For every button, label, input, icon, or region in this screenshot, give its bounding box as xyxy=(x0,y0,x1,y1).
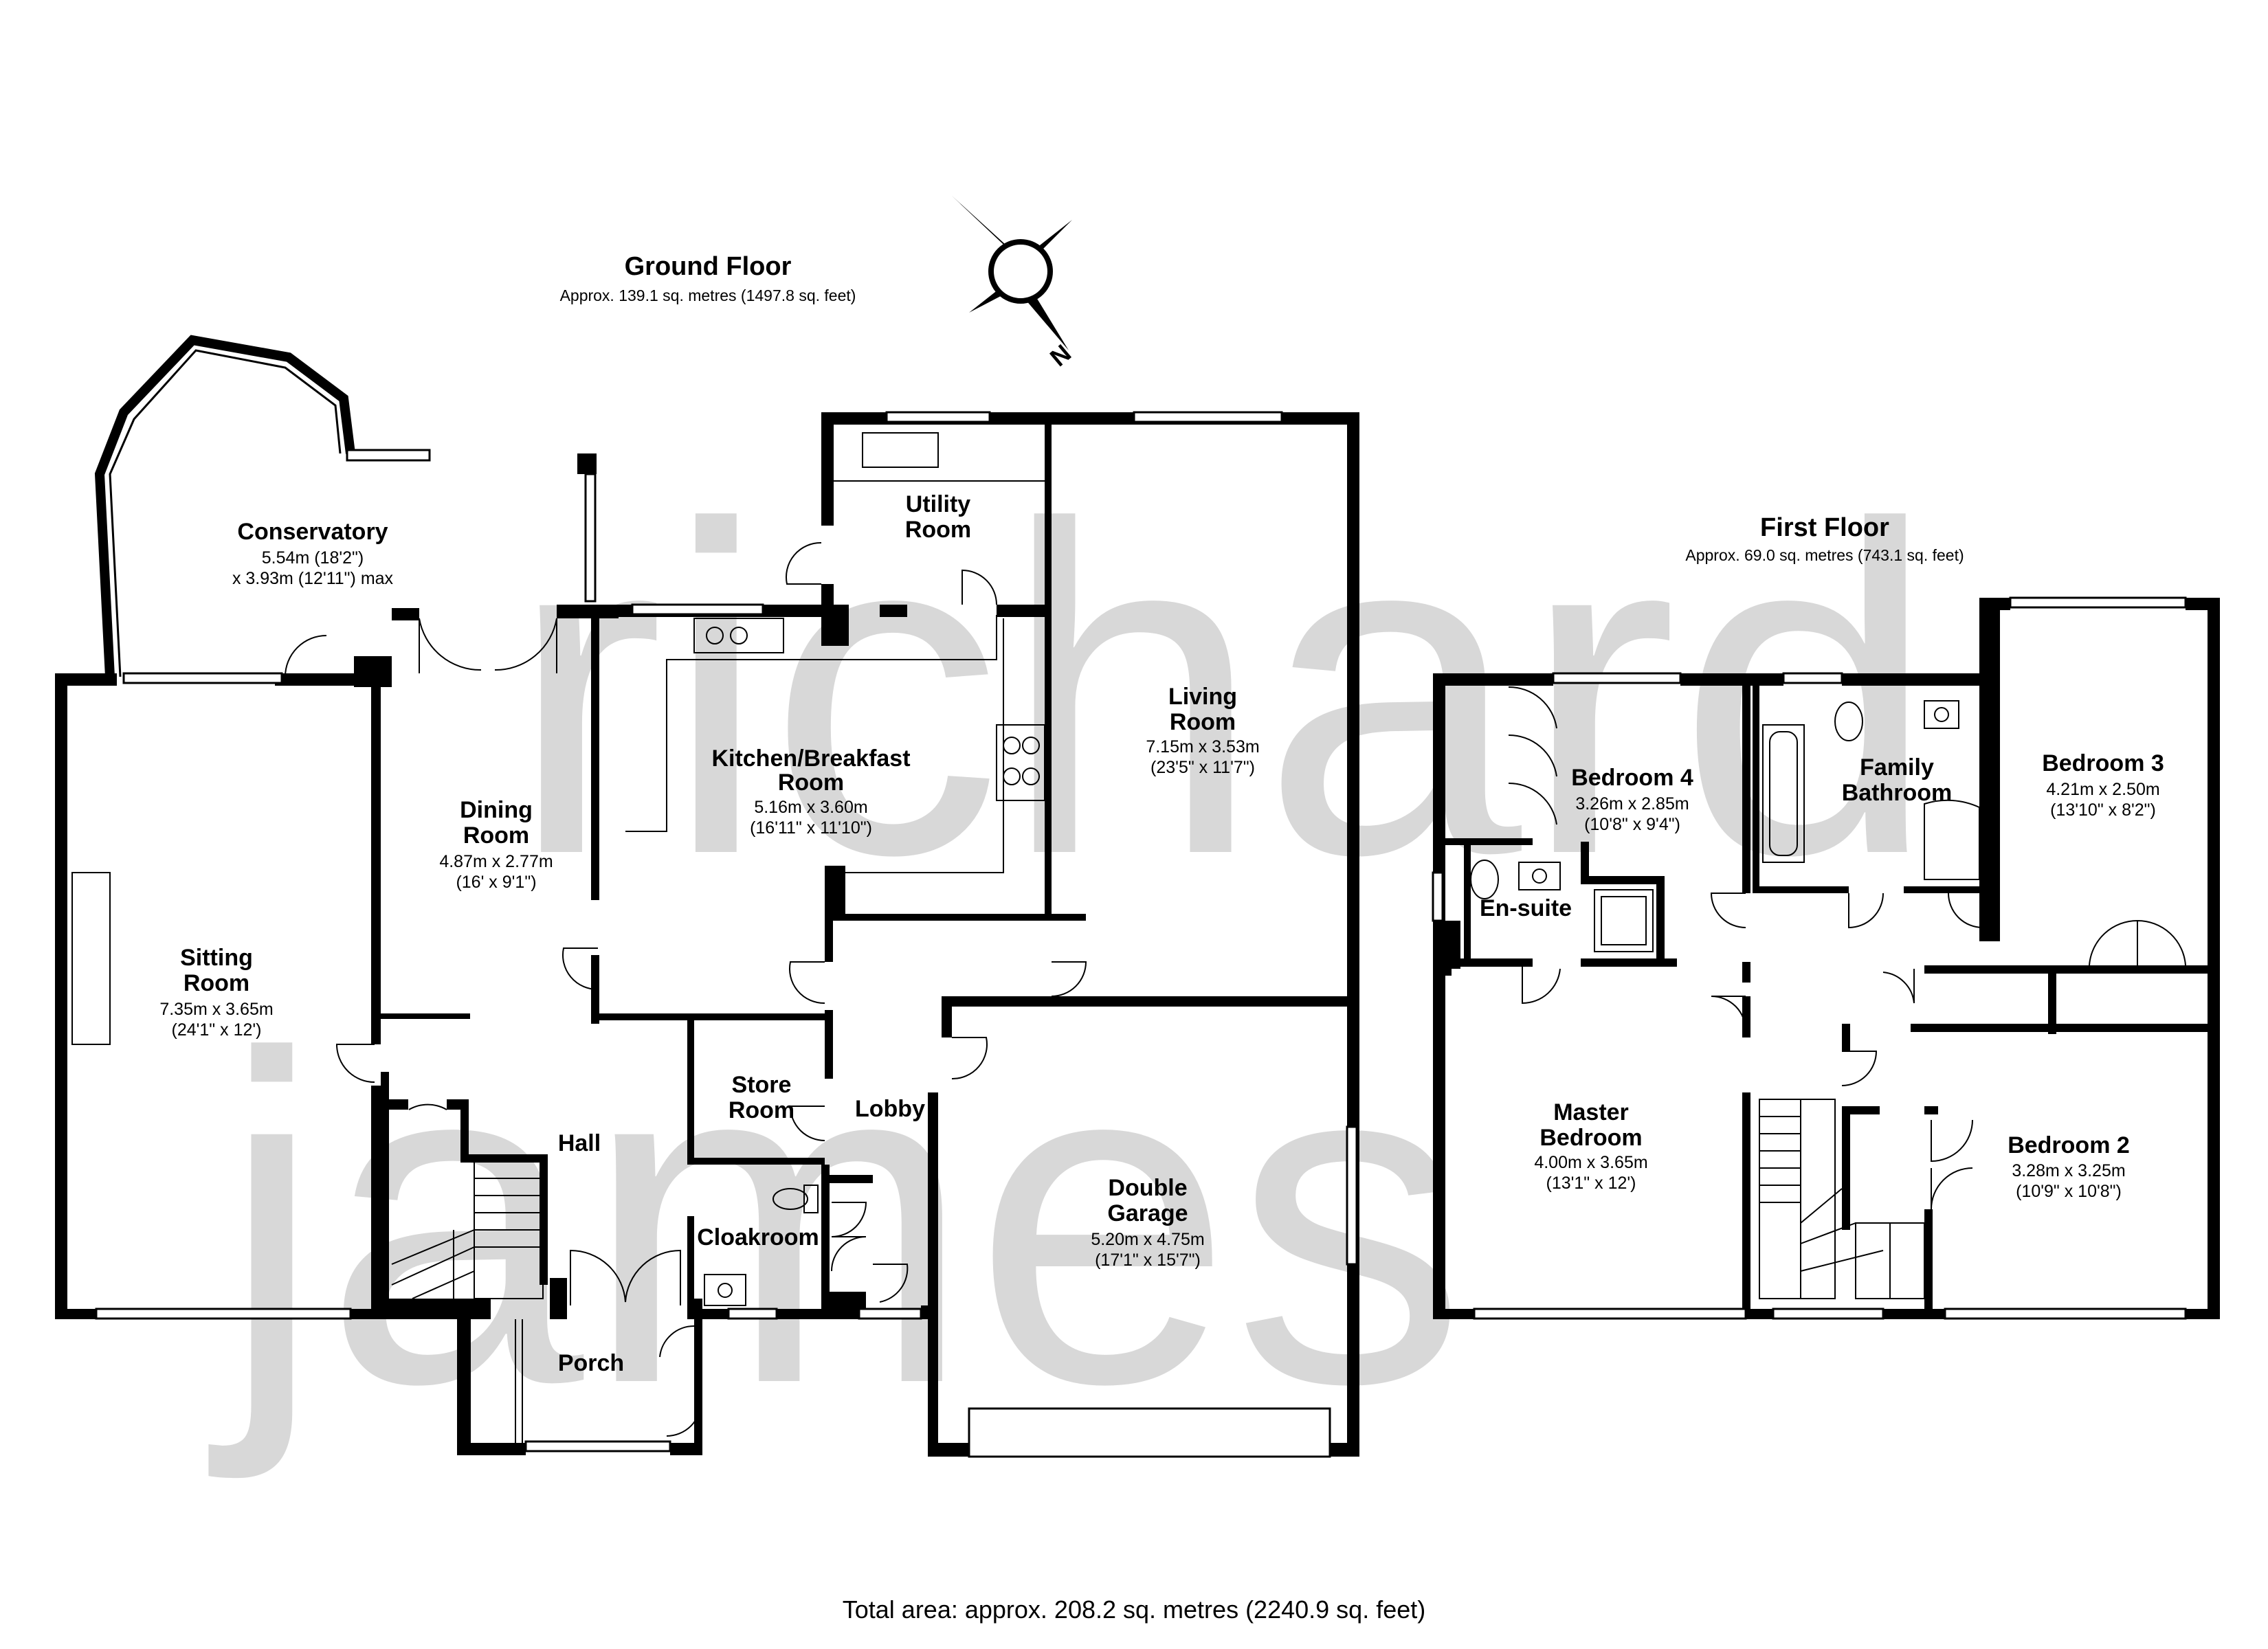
room-label-bedroom2: Bedroom 2 3.28m x 3.25m (10'9" x 10'8") xyxy=(2008,1132,2130,1201)
svg-text:(13'10" x 8'2"): (13'10" x 8'2") xyxy=(2050,800,2156,820)
svg-text:4.21m x 2.50m: 4.21m x 2.50m xyxy=(2046,780,2159,799)
room-label-garage: Double Garage 5.20m x 4.75m (17'1" x 15'… xyxy=(1091,1175,1204,1270)
svg-text:Room: Room xyxy=(184,970,249,996)
svg-text:(16'11" x 11'10"): (16'11" x 11'10") xyxy=(750,818,872,838)
svg-text:Bedroom 4: Bedroom 4 xyxy=(1571,765,1693,791)
svg-text:(10'8" x 9'4"): (10'8" x 9'4") xyxy=(1584,815,1680,834)
room-label-store: Store Room xyxy=(729,1072,794,1123)
watermark-line1: richard xyxy=(509,429,1937,952)
svg-text:Dining: Dining xyxy=(460,797,533,823)
compass-icon: N xyxy=(952,196,1076,372)
first-floor-area: Approx. 69.0 sq. metres (743.1 sq. feet) xyxy=(1685,546,1964,564)
cloakroom-fittings xyxy=(71,872,819,1306)
svg-text:(16' x 9'1"): (16' x 9'1") xyxy=(456,873,536,892)
svg-text:Double: Double xyxy=(1108,1175,1187,1201)
ground-floor-title: Ground Floor xyxy=(625,252,792,281)
svg-text:Store: Store xyxy=(732,1072,792,1098)
room-label-master: Master Bedroom 4.00m x 3.65m (13'1" x 12… xyxy=(1534,1099,1647,1193)
room-label-conservatory: Conservatory 5.54m (18'2") x 3.93m (12'1… xyxy=(232,519,394,588)
conservatory-outline xyxy=(94,335,431,684)
svg-text:Room: Room xyxy=(1170,709,1236,735)
room-label-ensuite: En-suite xyxy=(1480,895,1572,921)
svg-text:Living: Living xyxy=(1168,684,1237,710)
kitchen-fittings xyxy=(625,432,1045,873)
first-floor-fittings xyxy=(1470,700,1980,952)
room-label-lobby: Lobby xyxy=(855,1096,925,1122)
first-floor-title: First Floor xyxy=(1760,513,1889,542)
svg-text:5.16m x 3.60m: 5.16m x 3.60m xyxy=(754,798,867,817)
watermark-line2: james xyxy=(205,958,1467,1483)
ground-floor-area: Approx. 139.1 sq. metres (1497.8 sq. fee… xyxy=(560,287,856,304)
room-label-bathroom: Family Bathroom xyxy=(1842,754,1953,806)
svg-text:7.15m x 3.53m: 7.15m x 3.53m xyxy=(1146,737,1259,756)
svg-text:Room: Room xyxy=(778,770,844,796)
svg-text:Bedroom 3: Bedroom 3 xyxy=(2042,750,2164,776)
svg-text:Family: Family xyxy=(1860,754,1934,781)
svg-text:4.00m x 3.65m: 4.00m x 3.65m xyxy=(1534,1153,1647,1172)
watermark: richard james xyxy=(205,429,1937,1483)
ground-floor-stairs xyxy=(391,1160,544,1299)
svg-text:Bedroom 2: Bedroom 2 xyxy=(2008,1132,2130,1158)
room-label-sitting: Sitting Room 7.35m x 3.65m (24'1" x 12') xyxy=(159,945,273,1040)
svg-text:Room: Room xyxy=(463,822,529,849)
first-floor-windows xyxy=(1432,596,2187,1320)
first-floor-walls xyxy=(1433,598,2220,1319)
svg-text:5.20m x 4.75m: 5.20m x 4.75m xyxy=(1091,1230,1204,1249)
room-label-cloakroom: Cloakroom xyxy=(697,1224,819,1250)
svg-text:Utility: Utility xyxy=(906,491,971,517)
room-label-bedroom4: Bedroom 4 3.26m x 2.85m (10'8" x 9'4") xyxy=(1571,765,1693,834)
svg-text:(24'1" x 12'): (24'1" x 12') xyxy=(172,1020,262,1040)
room-label-hall: Hall xyxy=(558,1130,601,1156)
room-label-porch: Porch xyxy=(558,1350,624,1376)
svg-text:7.35m x 3.65m: 7.35m x 3.65m xyxy=(159,1000,273,1019)
svg-text:Room: Room xyxy=(905,517,971,543)
room-label-living: Living Room 7.15m x 3.53m (23'5" x 11'7"… xyxy=(1146,684,1259,777)
room-label-dining: Dining Room 4.87m x 2.77m (16' x 9'1") xyxy=(439,797,553,892)
room-label-kitchen: Kitchen/Breakfast Room 5.16m x 3.60m (16… xyxy=(711,745,910,838)
room-label-bedroom3: Bedroom 3 4.21m x 2.50m (13'10" x 8'2") xyxy=(2042,750,2164,820)
svg-text:(10'9" x 10'8"): (10'9" x 10'8") xyxy=(2016,1182,2122,1201)
svg-text:x 3.93m (12'11") max: x 3.93m (12'11") max xyxy=(232,569,394,588)
ground-floor-windows xyxy=(95,411,1358,1458)
svg-text:3.28m x 3.25m: 3.28m x 3.25m xyxy=(2012,1161,2125,1180)
svg-text:(13'1" x 12'): (13'1" x 12') xyxy=(1546,1174,1636,1193)
svg-text:Garage: Garage xyxy=(1107,1200,1188,1226)
svg-text:Room: Room xyxy=(729,1097,794,1123)
svg-text:4.87m x 2.77m: 4.87m x 2.77m xyxy=(439,852,553,871)
svg-text:Master: Master xyxy=(1553,1099,1629,1125)
total-area: Total area: approx. 208.2 sq. metres (22… xyxy=(843,1595,1425,1624)
svg-text:(17'1" x 15'7"): (17'1" x 15'7") xyxy=(1095,1250,1201,1270)
svg-text:3.26m x 2.85m: 3.26m x 2.85m xyxy=(1575,794,1689,814)
svg-text:Kitchen/Breakfast: Kitchen/Breakfast xyxy=(711,745,910,772)
svg-text:Conservatory: Conservatory xyxy=(237,519,388,545)
ground-floor-doors xyxy=(285,541,1087,1443)
svg-text:Bathroom: Bathroom xyxy=(1842,780,1953,806)
svg-text:Bedroom: Bedroom xyxy=(1539,1125,1642,1151)
svg-text:Sitting: Sitting xyxy=(180,945,253,971)
svg-text:(23'5" x 11'7"): (23'5" x 11'7") xyxy=(1150,758,1255,777)
room-label-utility: Utility Room xyxy=(905,491,971,543)
first-floor-doors xyxy=(1508,686,2186,1299)
north-label: N xyxy=(1045,339,1076,372)
svg-text:5.54m (18'2"): 5.54m (18'2") xyxy=(262,548,364,568)
